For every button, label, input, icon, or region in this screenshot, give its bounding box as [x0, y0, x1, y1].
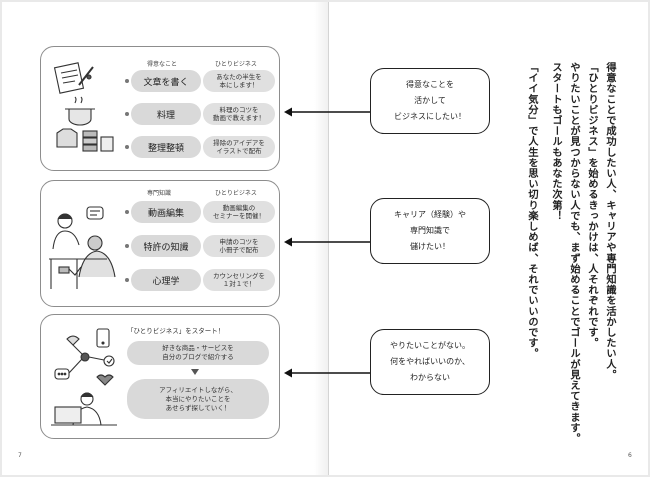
start-title: 「ひとりビジネス」をスタート！ [127, 327, 225, 335]
body-text-line: やりたいことが見つからない人でも、まず始めることでゴールが見えてきます。 [568, 62, 579, 444]
gutter-shadow [314, 2, 328, 475]
body-text-line: スタートもゴールもあなた次第！ [550, 62, 561, 221]
gutter-line [328, 2, 329, 475]
panel-skills: 得意なこと ひとりビジネス 文章を書く あなたの半生を 本にします！ 料理 料理… [40, 46, 280, 171]
bullet-dot [125, 145, 129, 149]
bullet-dot [125, 278, 129, 282]
skill-pill: 文章を書く [131, 70, 201, 92]
column-header-expertise: 専門知識 [147, 190, 172, 197]
down-arrow-icon [191, 369, 199, 375]
body-text-line: 「ひとりビジネス」を始めるきっかけは、人それぞれです。 [586, 62, 597, 349]
left-arrow-icon [284, 107, 370, 117]
callout-no-idea: やりたいことがない。 何をやればいいのか、 わからない [370, 329, 490, 395]
skill-pill: 料理 [131, 103, 201, 125]
laptop-network-illustration [51, 328, 117, 426]
consultation-people-illustration [49, 206, 116, 289]
business-pill: 掃除のアイデアを イラストで配布 [203, 136, 275, 158]
bullet-dot [125, 244, 129, 248]
expertise-pill: 動画編集 [131, 201, 201, 223]
business-pill: 申請のコツを 小冊子で配布 [203, 235, 275, 257]
panel-expertise: 専門知識 ひとりビジネス 動画編集 動画編集の セミナーを開催！ 特許の知識 申… [40, 180, 280, 307]
panel-start: 「ひとりビジネス」をスタート！ 好きな商品・サービスを 自分のブログで紹介する … [40, 314, 280, 439]
writing-cooking-cleaning-illustration [53, 62, 114, 152]
business-pill: 料理のコツを 動画で教えます！ [203, 103, 275, 125]
column-header-skill: 得意なこと [147, 61, 178, 68]
bullet-dot [125, 210, 129, 214]
page-number-right: 6 [628, 452, 632, 459]
left-arrow-icon [284, 368, 370, 378]
business-pill: 動画編集の セミナーを開催！ [203, 201, 275, 223]
expertise-pill: 特許の知識 [131, 235, 201, 257]
business-pill: カウンセリングを １対１で！ [203, 269, 275, 291]
bullet-dot [125, 112, 129, 116]
skill-pill: 整理整頓 [131, 136, 201, 158]
expertise-pill: 心理学 [131, 269, 201, 291]
bullet-dot [125, 79, 129, 83]
callout-skills: 得意なことを 活かして ビジネスにしたい！ [370, 68, 490, 134]
column-header-business: ひとりビジネス [215, 190, 257, 197]
callout-expertise: キャリア（経験）や 専門知識で 儲けたい！ [370, 198, 490, 264]
step1-pill: 好きな商品・サービスを 自分のブログで紹介する [127, 341, 269, 365]
left-arrow-icon [284, 237, 370, 247]
column-header-business: ひとりビジネス [215, 61, 257, 68]
business-pill: あなたの半生を 本にします！ [203, 70, 275, 92]
body-text-line: 得意なことで成功したい人、キャリアや専門知識を活かしたい人。 [604, 62, 615, 380]
page-number-left: 7 [18, 452, 22, 459]
body-text-line: 「イイ気分」で人生を思い切り楽しめば、それでいいのです。 [526, 62, 537, 359]
step2-pill: アフィリエイトしながら、 本当にやりたいことを あせらず探していく！ [127, 379, 269, 419]
